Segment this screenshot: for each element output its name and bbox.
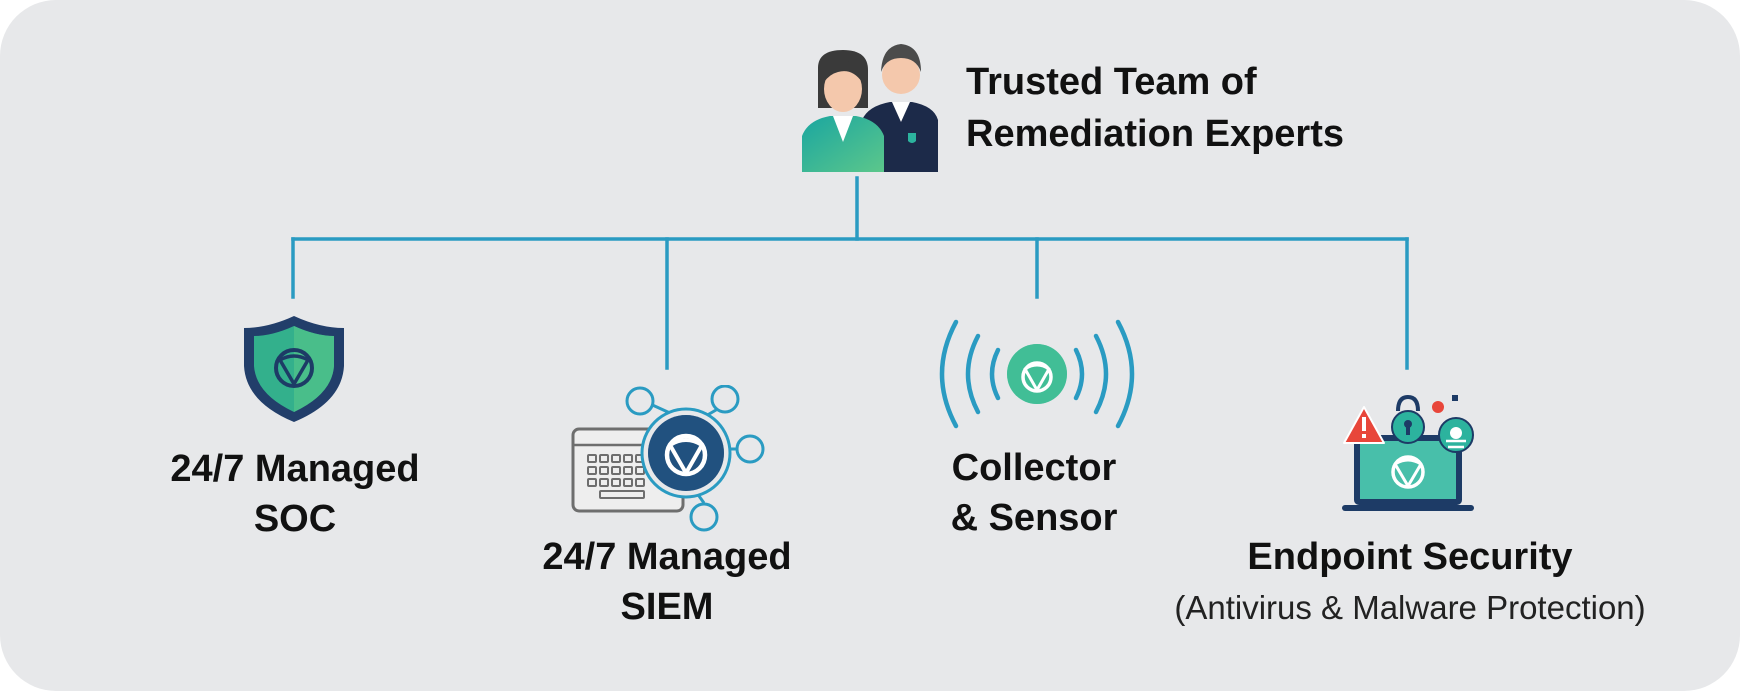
top-node-title: Trusted Team of Remediation Experts [966, 56, 1344, 160]
node-label-soc: 24/7 Managed SOC [170, 444, 419, 544]
node-soc-line1: 24/7 Managed [170, 448, 420, 490]
node-label-endpoint: Endpoint Security (Antivirus & Malware P… [1174, 532, 1645, 634]
node-collector-line1: Collector [951, 447, 1117, 489]
laptop-security-icon [1342, 394, 1474, 511]
top-title-line2: Remediation Experts [966, 113, 1344, 155]
node-soc-line2: SOC [253, 498, 337, 540]
node-collector-line2: & Sensor [950, 497, 1118, 539]
top-title-line1: Trusted Team of [966, 61, 1257, 103]
signal-broadcast-icon [939, 319, 1135, 429]
node-label-collector: Collector & Sensor [951, 443, 1118, 543]
shield-icon [244, 316, 344, 422]
team-people-icon [802, 44, 938, 172]
node-endpoint-line2: (Antivirus & Malware Protection) [1174, 589, 1646, 626]
node-siem-line2: SIEM [620, 586, 714, 628]
keyboard-network-icon [571, 385, 765, 532]
node-endpoint-line1: Endpoint Security [1247, 536, 1573, 578]
node-label-siem: 24/7 Managed SIEM [542, 532, 791, 632]
node-siem-line1: 24/7 Managed [542, 536, 792, 578]
